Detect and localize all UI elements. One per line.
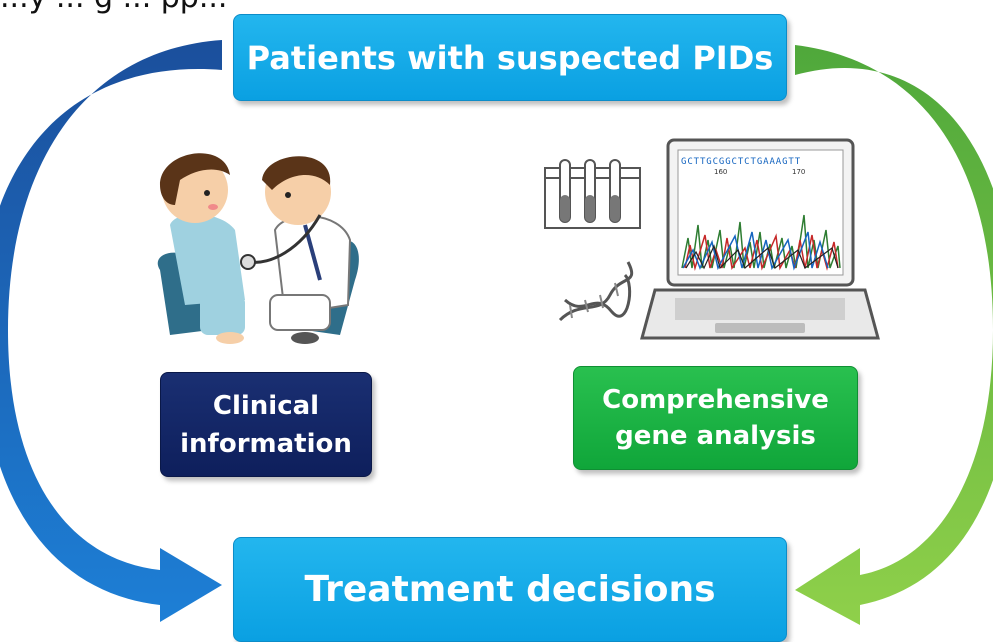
patients-label: Patients with suspected PIDs [246,38,774,77]
tick-label-160: 160 [714,168,727,176]
gene-analysis-box: Comprehensive gene analysis [573,366,858,470]
sequence-letters: GCTTGCGGCTCTGAAAGTT [681,157,801,167]
clinical-label-line2: information [180,428,352,459]
dna-icon [558,261,634,322]
doctor-patient-illustration [157,153,359,344]
chromatogram-trace [681,214,841,271]
cropped-header-text: ...y ... g ... pp... [0,0,227,15]
test-tubes-icon [544,159,641,229]
tick-label-170: 170 [792,168,805,176]
clinical-information-box: Clinical information [160,372,372,477]
gene-label-line1: Comprehensive [602,385,829,415]
clinical-label-line1: Clinical [212,390,320,421]
patients-box: Patients with suspected PIDs [233,14,787,101]
treatment-label: Treatment decisions [304,569,716,610]
treatment-decisions-box: Treatment decisions [233,537,787,642]
gene-label-line2: gene analysis [615,421,816,451]
laptop-sequencer-icon: GCTTGCGGCTCTGAAAGTT 160 170 [640,138,880,340]
